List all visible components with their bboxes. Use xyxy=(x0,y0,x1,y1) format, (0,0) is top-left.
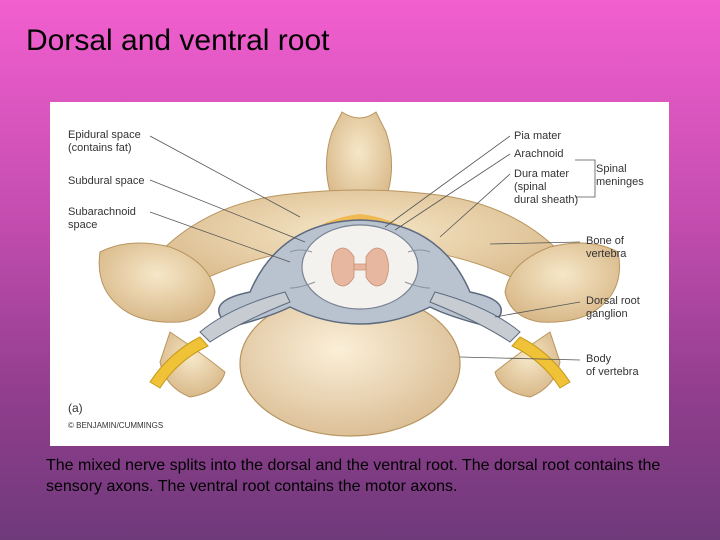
nerve-left xyxy=(149,336,209,389)
nerve-right xyxy=(511,336,571,389)
label-dura-mater: Dura mater xyxy=(514,168,570,180)
label-subarachnoid: Subarachnoid xyxy=(68,206,136,218)
figure-panel: Epidural space (contains fat) Subdural s… xyxy=(50,102,669,446)
spinous-process xyxy=(326,111,392,213)
label-ganglion: ganglion xyxy=(586,308,628,320)
leader-lines-left xyxy=(149,135,306,263)
leader-lines-right xyxy=(384,135,596,361)
label-dorsal-root: Dorsal root xyxy=(586,295,640,307)
panel-letter: (a) xyxy=(68,401,83,415)
spinal-nerve-right xyxy=(429,291,521,343)
gray-matter xyxy=(331,247,389,287)
label-epidural-space: Epidural space xyxy=(68,129,141,141)
label-subdural-space: Subdural space xyxy=(68,175,145,187)
label-contains-fat: (contains fat) xyxy=(68,142,132,154)
label-bone-of: Bone of xyxy=(586,235,624,247)
label-space: space xyxy=(68,219,98,231)
label-body: Body xyxy=(586,353,612,365)
label-meninges: meninges xyxy=(596,176,644,188)
label-vertebra: vertebra xyxy=(586,248,627,260)
slide-caption: The mixed nerve splits into the dorsal a… xyxy=(46,457,661,495)
transverse-process-right xyxy=(504,242,621,323)
label-pia-mater: Pia mater xyxy=(514,130,562,142)
label-dural-sheath: dural sheath) xyxy=(514,194,579,206)
label-spinal: Spinal xyxy=(596,163,627,175)
spinal-nerve-left xyxy=(199,291,291,343)
copyright-notice: © BENJAMIN/CUMMINGS xyxy=(68,421,164,430)
label-spinal-paren: (spinal xyxy=(514,181,547,193)
transverse-process-left xyxy=(98,242,216,323)
vertebra-illustration xyxy=(98,111,621,437)
slide-title: Dorsal and ventral root xyxy=(26,24,330,57)
label-arachnoid: Arachnoid xyxy=(514,148,564,160)
label-of-vertebra: of vertebra xyxy=(586,366,639,378)
